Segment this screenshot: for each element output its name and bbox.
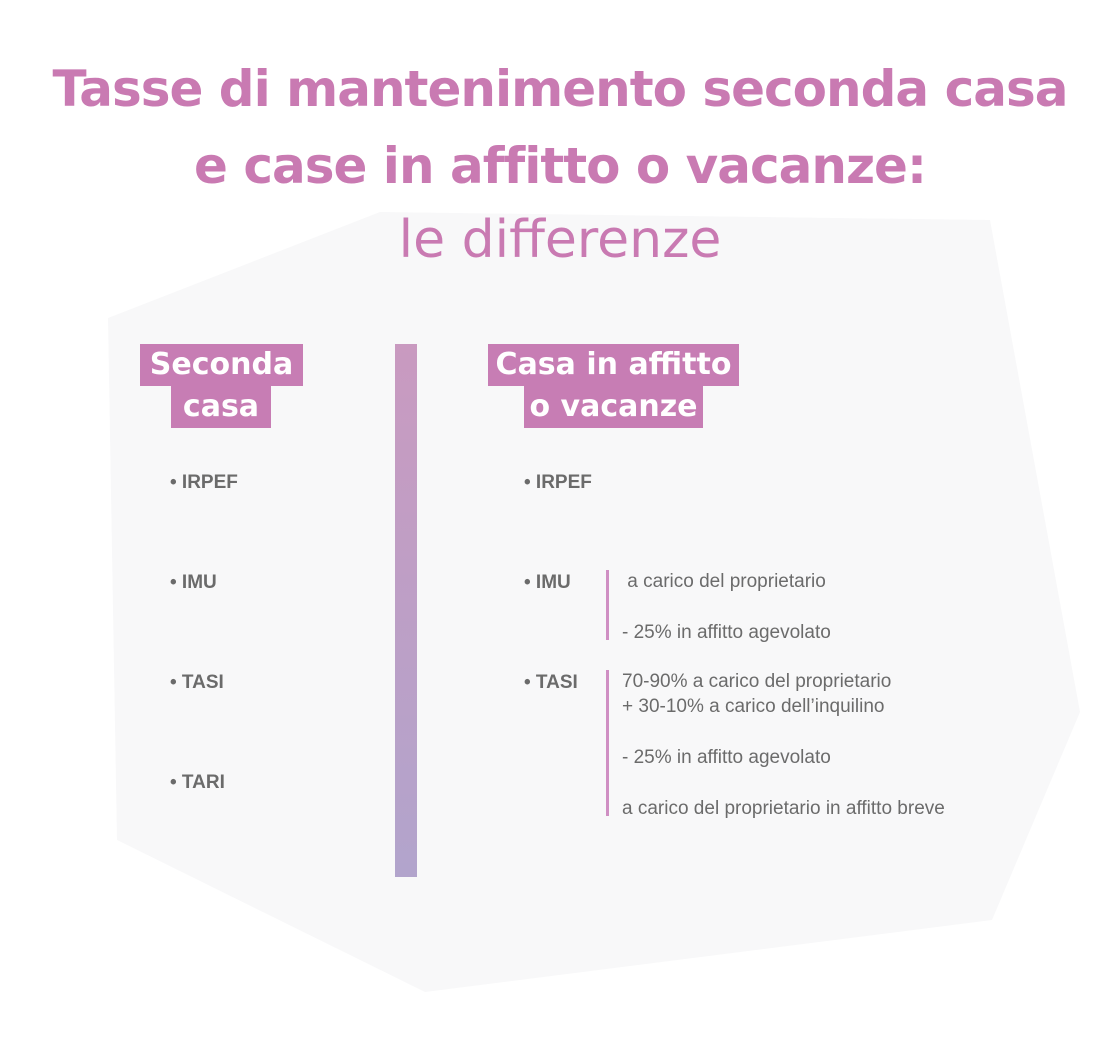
imu-note-owner: a carico del proprietario [622, 571, 826, 592]
tasi-note-split-owner: 70-90% a carico del proprietario [622, 671, 892, 692]
tasi-note-split-tenant: + 30-10% a carico dell’inquilino [622, 696, 885, 717]
page-title-line-2: e case in affitto o vacanze: [194, 137, 927, 195]
right-column-label-line-1: Casa in affitto [488, 344, 739, 386]
page-subtitle: le differenze [398, 210, 722, 270]
right-item-irpef: • IRPEF [524, 472, 592, 493]
imu-notes-bar [606, 570, 609, 640]
left-column-label-line-2: casa [171, 386, 271, 428]
left-item-imu: • IMU [170, 572, 217, 593]
left-item-tasi: • TASI [170, 672, 224, 693]
left-item-tari: • TARI [170, 772, 225, 793]
right-item-imu: • IMU [524, 572, 571, 593]
right-column-label-line-2: o vacanze [524, 386, 703, 428]
tasi-note-reduction: - 25% in affitto agevolato [622, 747, 831, 768]
left-item-irpef: • IRPEF [170, 472, 238, 493]
right-item-tasi: • TASI [524, 672, 578, 693]
left-column-label-line-1: Seconda [140, 344, 303, 386]
imu-note-reduction: - 25% in affitto agevolato [622, 622, 831, 643]
page-title-line-1: Tasse di mantenimento seconda casa [52, 60, 1069, 118]
column-divider [395, 344, 417, 877]
tasi-note-short-rent: a carico del proprietario in affitto bre… [622, 798, 945, 819]
tasi-notes-bar [606, 670, 609, 816]
